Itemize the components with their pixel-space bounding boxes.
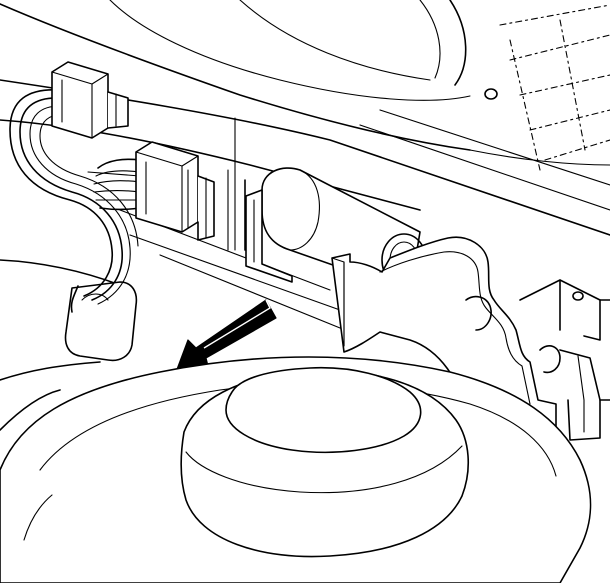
harness-clip [64,281,138,362]
electrical-connector-upper [51,61,129,139]
wiring-harness [9,89,141,313]
motor-actuator [245,167,427,293]
electrical-connector-lower [135,141,215,241]
body-frame [0,0,610,431]
cover-panel [0,356,592,583]
